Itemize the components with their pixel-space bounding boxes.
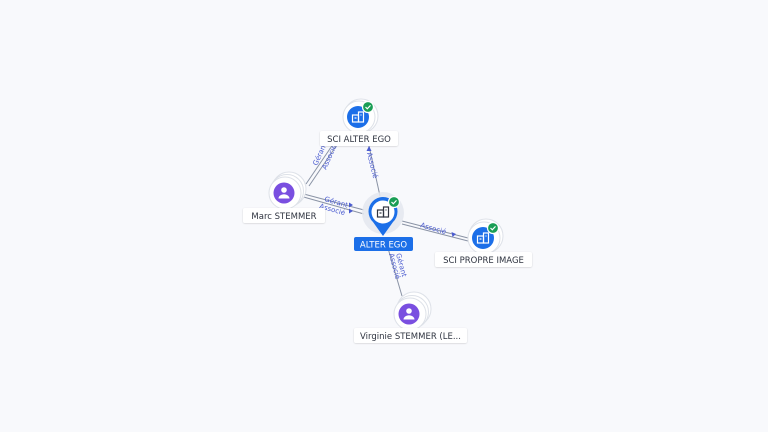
- label-background: [243, 208, 325, 223]
- node-label: SCI PROPRE IMAGE: [443, 256, 524, 266]
- edge-label-associe: Associé: [365, 152, 379, 180]
- company-building-icon: [351, 111, 365, 123]
- node-label: SCI ALTER EGO: [327, 135, 391, 145]
- label-background: [354, 237, 413, 251]
- check-icon: [490, 225, 496, 231]
- company-building-icon: [476, 232, 490, 244]
- arrow-head: [451, 232, 456, 237]
- person-icon: [278, 187, 290, 199]
- verified-badge-icon: [361, 100, 375, 114]
- verified-badge-icon: [486, 221, 500, 235]
- edge-sci-alter-ego-alter-ego: Associé: [365, 145, 381, 197]
- node-label: Virginie STEMMER (LE...: [360, 332, 461, 342]
- node-virginie-stemmer[interactable]: Virginie STEMMER (LE...: [354, 291, 467, 343]
- label-background: [435, 252, 532, 267]
- company-building-icon: [376, 206, 390, 218]
- person-node-circle: [273, 182, 295, 204]
- node-label: ALTER EGO: [360, 241, 408, 251]
- arrow-head: [349, 208, 353, 214]
- edge-label-associe: Associé: [419, 221, 447, 236]
- check-icon: [391, 199, 397, 205]
- verified-badge-icon: [387, 195, 401, 209]
- node-marc-stemmer[interactable]: Marc STEMMER: [243, 171, 325, 223]
- check-icon: [365, 104, 371, 110]
- node-sci-propre-image[interactable]: SCI PROPRE IMAGE: [435, 218, 532, 267]
- person-icon: [403, 308, 415, 320]
- person-node-circle: [398, 303, 420, 325]
- node-alter-ego[interactable]: ALTER EGO: [354, 192, 413, 251]
- label-background: [320, 131, 398, 146]
- arrow-head: [366, 146, 372, 151]
- label-background: [354, 328, 467, 343]
- arrow-head: [349, 202, 353, 208]
- node-sci-alter-ego[interactable]: SCI ALTER EGO: [320, 98, 398, 146]
- node-label: Marc STEMMER: [251, 212, 316, 222]
